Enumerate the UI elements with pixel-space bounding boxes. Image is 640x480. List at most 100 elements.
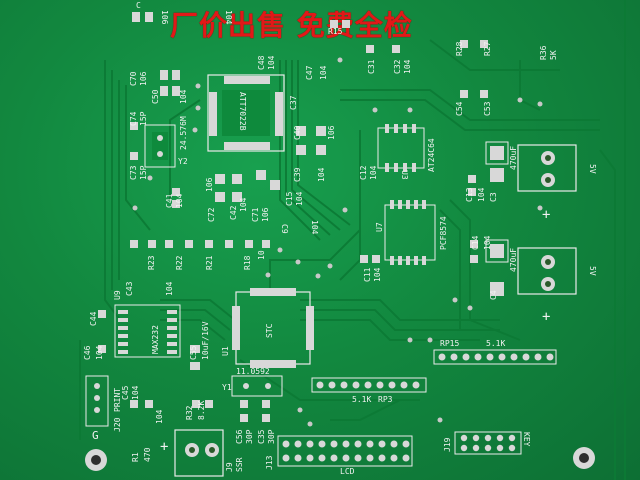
silk-r36: R36 [539,45,548,60]
silk-c48: C48 [257,55,266,70]
silk-u7: U7 [375,222,384,232]
silk-r21: R21 [205,255,214,270]
key-header-j19 [454,431,522,455]
silk-crystal-freq: 24.576M [179,116,188,150]
silk-pcf8574: PCF8574 [439,216,448,250]
silk-c106a: 106 [160,10,169,25]
silk-c11: C11 [363,267,372,282]
stc-mcu-chip [232,288,314,368]
silk-r1: R1 [131,452,140,462]
silk-c106e: 106 [327,125,336,140]
silk-c104i: 104 [403,59,412,74]
silk-c9: C9 [280,224,289,234]
silk-c106b: 106 [139,71,148,86]
electrolytic-caps [485,141,509,296]
silk-stc: STC [265,323,274,338]
silk-j13: J13 [265,455,274,470]
silk-r32: R32 [185,405,194,420]
silk-c47: C47 [305,65,314,80]
silk-c50: C50 [151,89,160,104]
silk-rp3-value: 5.1K [352,395,372,404]
silk-top-c: C [136,1,141,10]
silk-c30p-a: 30P [245,429,254,444]
silk-r15: R15 [328,27,343,36]
silk-c32: C32 [393,59,402,74]
silk-c104p: 104 [95,345,104,360]
copper-traces [79,0,626,480]
att7022b-chip [207,74,285,152]
silk-osc-freq: 11.0592 [236,367,270,376]
silk-key: KEY [522,432,531,447]
max232-chip [114,304,181,358]
silk-c42: C42 [229,205,238,220]
silk-rp15: RP15 [440,339,460,348]
silk-c45: C45 [121,385,130,400]
silk-c30p-b: 30P [267,429,276,444]
silk-y2: Y2 [178,157,188,166]
silk-r27: R27 [483,41,492,56]
crystal-y1 [231,375,283,397]
silk-c35: C35 [257,429,266,444]
silk-u1: U1 [221,346,230,356]
silk-y1: Y1 [222,383,232,392]
silk-c104d: 104 [175,193,184,208]
silk-j9: J9 [225,462,234,472]
silk-c104m: 104 [483,235,492,250]
silk-c104c: 104 [267,55,276,70]
silk-r10: 10 [257,250,266,260]
silk-c104a: 104 [224,10,233,25]
silk-c15p-a: 15P [139,111,148,126]
silk-c44: C44 [89,311,98,326]
silk-c53: C53 [483,101,492,116]
silk-c54: C54 [455,101,464,116]
silk-c4: C4 [489,290,498,300]
rp15-header [433,349,557,365]
smd-pads [98,12,488,422]
silk-r23: R23 [147,255,156,270]
at24c64-chip [377,124,425,172]
silk-ssr: SSR [235,457,244,472]
silk-c104b: 104 [179,89,188,104]
silk-u9: U9 [113,290,122,300]
silk-c104h: 104 [319,65,328,80]
watermark-text: 厂价出售 免费全检 [170,9,413,42]
silk-c14: C14 [471,235,480,250]
silk-c72: C72 [207,207,216,222]
silk-rp3: RP3 [378,395,393,404]
silk-c55: C55 [189,345,198,360]
print-header-j20 [85,375,109,427]
silk-g: G [92,429,99,442]
silk-c70: C70 [129,71,138,86]
silk-r82k: 8.2K [197,400,206,420]
silk-c40: C40 [293,125,302,140]
silk-j19: J19 [443,437,452,452]
silk-cap470b: 470uF [509,247,518,272]
silk-c104n: 104 [373,267,382,282]
silk-r5k: 5K [549,50,558,60]
silk-c104o: 104 [165,281,174,296]
silk-lcd: LCD [340,467,355,476]
silk-c56: C56 [235,429,244,444]
silk-c39: C39 [293,167,302,182]
silk-c106c: 106 [261,207,270,222]
silk-c3: C3 [489,192,498,202]
silk-att7022b: ATT7022B [238,92,247,131]
silk-c73: C73 [129,165,138,180]
silk-cap470a: 470uF [509,145,518,170]
silk-c104r: 104 [155,409,164,424]
silk-c106d: 106 [205,177,214,192]
silk-r28: R28 [455,41,464,56]
silk-c43: C43 [125,281,134,296]
silk-max232: MAX232 [151,325,160,354]
watermark-box [168,4,430,38]
silk-c31: C31 [367,59,376,74]
silk-c46: C46 [83,345,92,360]
silk-rp15-value: 5.1K [486,339,506,348]
rp3-header [311,377,427,393]
silk-c104g: 104 [317,167,326,182]
mounting-holes [85,447,595,471]
silk-c15p-b: 15P [139,165,148,180]
silk-c74: C74 [129,111,138,126]
